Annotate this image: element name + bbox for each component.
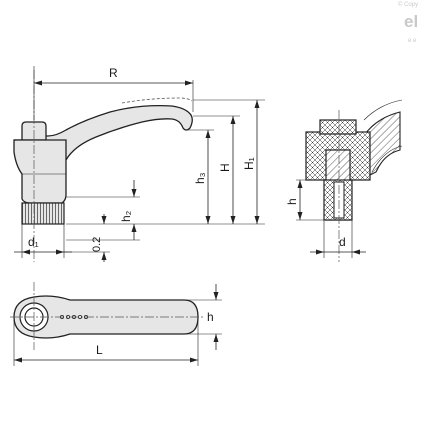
logo-subtext: e e bbox=[408, 38, 417, 44]
logo-text: el bbox=[404, 12, 418, 31]
knurled-insert bbox=[21, 202, 65, 225]
dimension-h-section: h bbox=[285, 179, 324, 221]
lever-side-view bbox=[13, 70, 193, 262]
arrow-h3-bottom bbox=[205, 216, 211, 224]
label-L: L bbox=[96, 343, 103, 357]
arrow-H-bottom bbox=[230, 216, 236, 224]
arrow-gap-bottom bbox=[101, 252, 107, 260]
arrow-R-right bbox=[185, 80, 193, 86]
lever-section-view bbox=[305, 99, 403, 262]
dimension-L: L bbox=[13, 320, 199, 366]
dimension-d1: d₁ bbox=[14, 224, 72, 258]
arrow-d-left bbox=[316, 249, 324, 255]
label-R: R bbox=[109, 66, 118, 80]
arrow-H1-bottom bbox=[254, 216, 260, 224]
dimension-h2: h₂ bbox=[66, 180, 140, 241]
label-gap: 0.2 bbox=[91, 237, 103, 252]
arrow-L-right bbox=[190, 357, 198, 363]
arrow-H-top bbox=[230, 116, 236, 124]
label-H1: H₁ bbox=[242, 157, 256, 170]
dimension-R: R bbox=[33, 66, 194, 120]
arrow-d-right bbox=[352, 249, 360, 255]
label-d1: d₁ bbox=[28, 235, 39, 249]
arrow-H1-top bbox=[254, 100, 260, 108]
label-d: d bbox=[339, 235, 346, 249]
arrow-d1-right bbox=[56, 249, 64, 255]
arrow-h-section-bottom bbox=[297, 212, 303, 220]
lever-underside bbox=[14, 139, 67, 160]
label-h-top: h bbox=[207, 310, 214, 324]
arrow-d1-left bbox=[22, 249, 30, 255]
lever-top-view bbox=[10, 282, 204, 350]
dimension-H1: H₁ bbox=[66, 99, 265, 225]
arrow-h2-top bbox=[131, 189, 137, 197]
label-h3: h₃ bbox=[193, 172, 207, 184]
section-arm-top-edge bbox=[363, 99, 403, 121]
section-arm-inner-edge bbox=[371, 145, 403, 173]
section-cap bbox=[319, 119, 357, 135]
arrow-htop-top bbox=[213, 292, 219, 300]
arrow-h2-bottom bbox=[131, 224, 137, 232]
lever-ghost-outline bbox=[121, 97, 193, 104]
arrow-L-left bbox=[14, 357, 22, 363]
brand-logo: © Copy el e e bbox=[398, 1, 418, 44]
dimension-gap: 0.2 bbox=[64, 214, 110, 262]
arrow-R-left bbox=[34, 80, 42, 86]
dimension-H: H bbox=[193, 115, 240, 224]
lever-arm bbox=[13, 104, 193, 204]
arrow-htop-bottom bbox=[213, 334, 219, 342]
copyright-text: © Copy bbox=[398, 1, 418, 8]
label-h-section: h bbox=[285, 198, 299, 205]
arrow-h3-top bbox=[205, 130, 211, 138]
label-h2: h₂ bbox=[119, 210, 133, 222]
arrow-gap-top bbox=[101, 216, 107, 224]
arrow-h-section-top bbox=[297, 180, 303, 188]
label-H: H bbox=[218, 163, 232, 172]
dimension-h3: h₃ bbox=[186, 129, 214, 224]
dimension-d: d bbox=[310, 220, 366, 258]
dimension-h-top: h bbox=[184, 284, 222, 350]
